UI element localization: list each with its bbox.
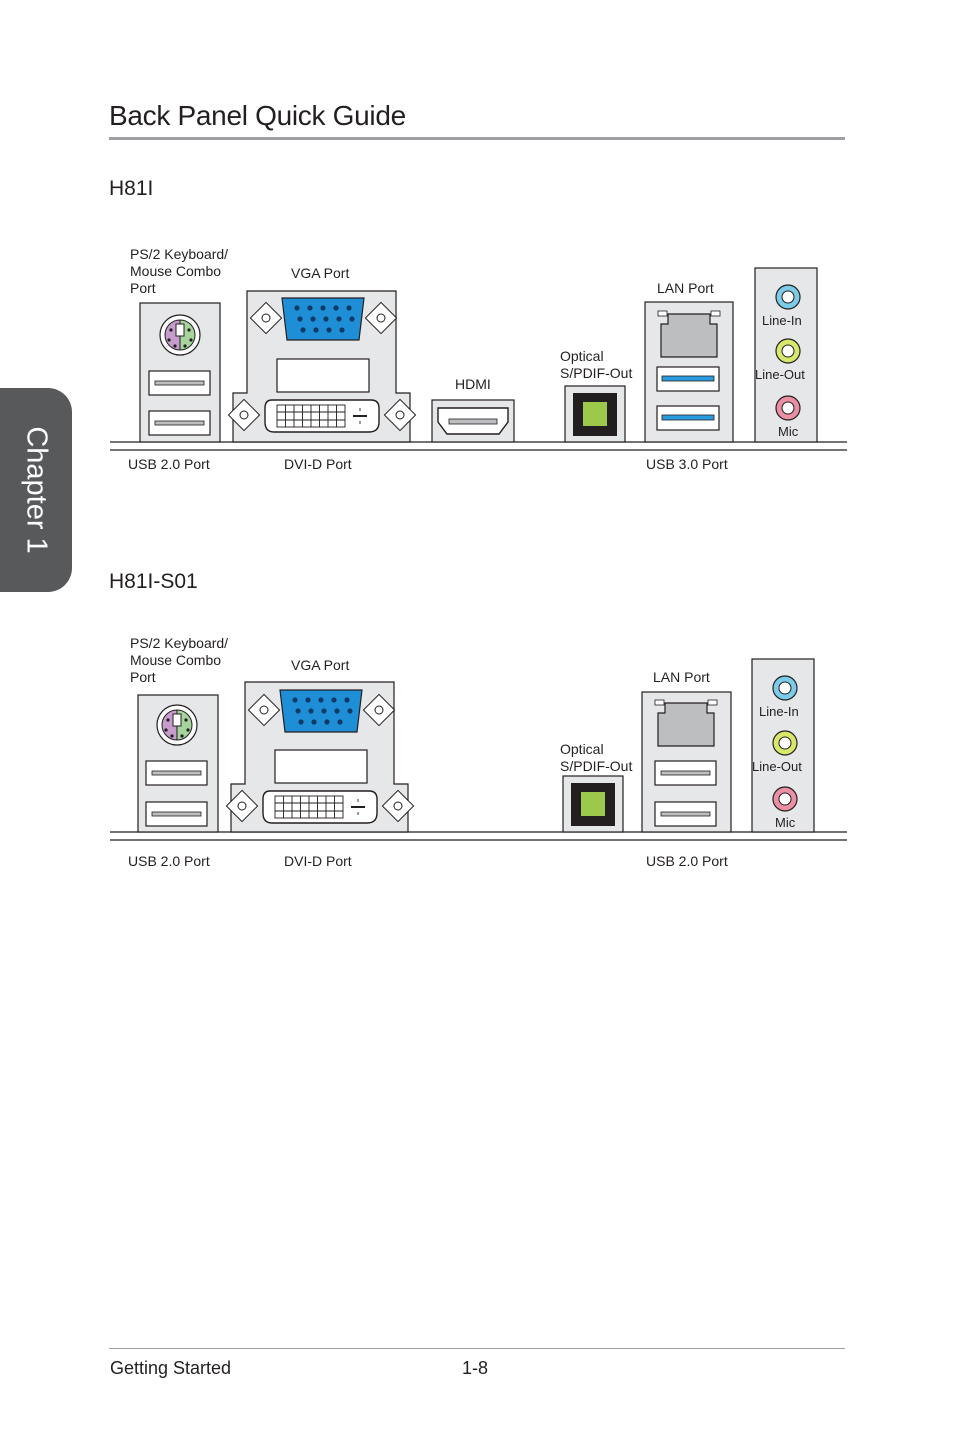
label-vga: VGA Port: [291, 265, 350, 281]
label-ps2: PS/2 Keyboard/ Mouse Combo Port: [130, 246, 229, 296]
back-panel-drawing: [110, 267, 847, 451]
label-usb-right: USB 3.0 Port: [646, 456, 728, 472]
label-line-in: Line-In: [759, 704, 799, 719]
label-optical: Optical S/PDIF-Out: [560, 741, 633, 774]
label-usb-left: USB 2.0 Port: [128, 853, 210, 869]
footer-section: Getting Started: [110, 1358, 232, 1378]
lan-usb3-stack: [644, 301, 734, 443]
back-panel-diagram-h81i-s01: PS/2 Keyboard/ Mouse Combo Port VGA Port…: [105, 630, 865, 870]
dvi-connector: [264, 399, 380, 433]
label-usb-left: USB 2.0 Port: [128, 456, 210, 472]
label-dvi: DVI-D Port: [284, 853, 352, 869]
label-line-in: Line-In: [762, 313, 802, 328]
footer-divider: [109, 1348, 845, 1349]
title-divider: [109, 137, 845, 140]
hdmi-block: [431, 399, 515, 443]
label-optical: Optical S/PDIF-Out: [560, 348, 633, 381]
lan-usb2-stack: [641, 691, 732, 833]
back-panel-drawing: [110, 658, 847, 841]
model-heading-h81i-s01: H81I-S01: [109, 570, 198, 593]
label-dvi: DVI-D Port: [284, 456, 352, 472]
audio-stack: [751, 658, 815, 833]
label-lan: LAN Port: [653, 669, 710, 685]
model-heading-h81i: H81I: [109, 177, 154, 200]
label-ps2: PS/2 Keyboard/ Mouse Combo Port: [130, 635, 229, 685]
label-usb-right: USB 2.0 Port: [646, 853, 728, 869]
vga-dvi-block: [225, 681, 415, 833]
label-mic: Mic: [778, 424, 799, 439]
lan-connector: [657, 702, 715, 747]
vga-dvi-block: [227, 290, 417, 443]
dvi-connector: [262, 790, 378, 824]
back-panel-diagram-h81i: PS/2 Keyboard/ Mouse Combo Port VGA Port…: [105, 240, 865, 480]
optical-block: [562, 775, 624, 833]
page-number: 1-8: [462, 1358, 489, 1378]
label-line-out: Line-Out: [755, 367, 805, 382]
label-vga: VGA Port: [291, 657, 350, 673]
label-hdmi: HDMI: [455, 376, 491, 392]
label-lan: LAN Port: [657, 280, 714, 296]
page-title: Back Panel Quick Guide: [109, 100, 406, 131]
ps2-usb-stack: [139, 302, 221, 443]
label-line-out: Line-Out: [752, 759, 802, 774]
optical-block: [564, 385, 626, 443]
audio-stack: [754, 267, 818, 443]
lan-connector: [660, 313, 718, 358]
optical-connector: [581, 792, 605, 816]
chapter-tab: Chapter 1: [0, 388, 72, 592]
chapter-tab-label: Chapter 1: [20, 426, 53, 554]
label-mic: Mic: [775, 815, 796, 830]
ps2-usb-stack: [137, 694, 219, 833]
optical-connector: [583, 402, 607, 426]
